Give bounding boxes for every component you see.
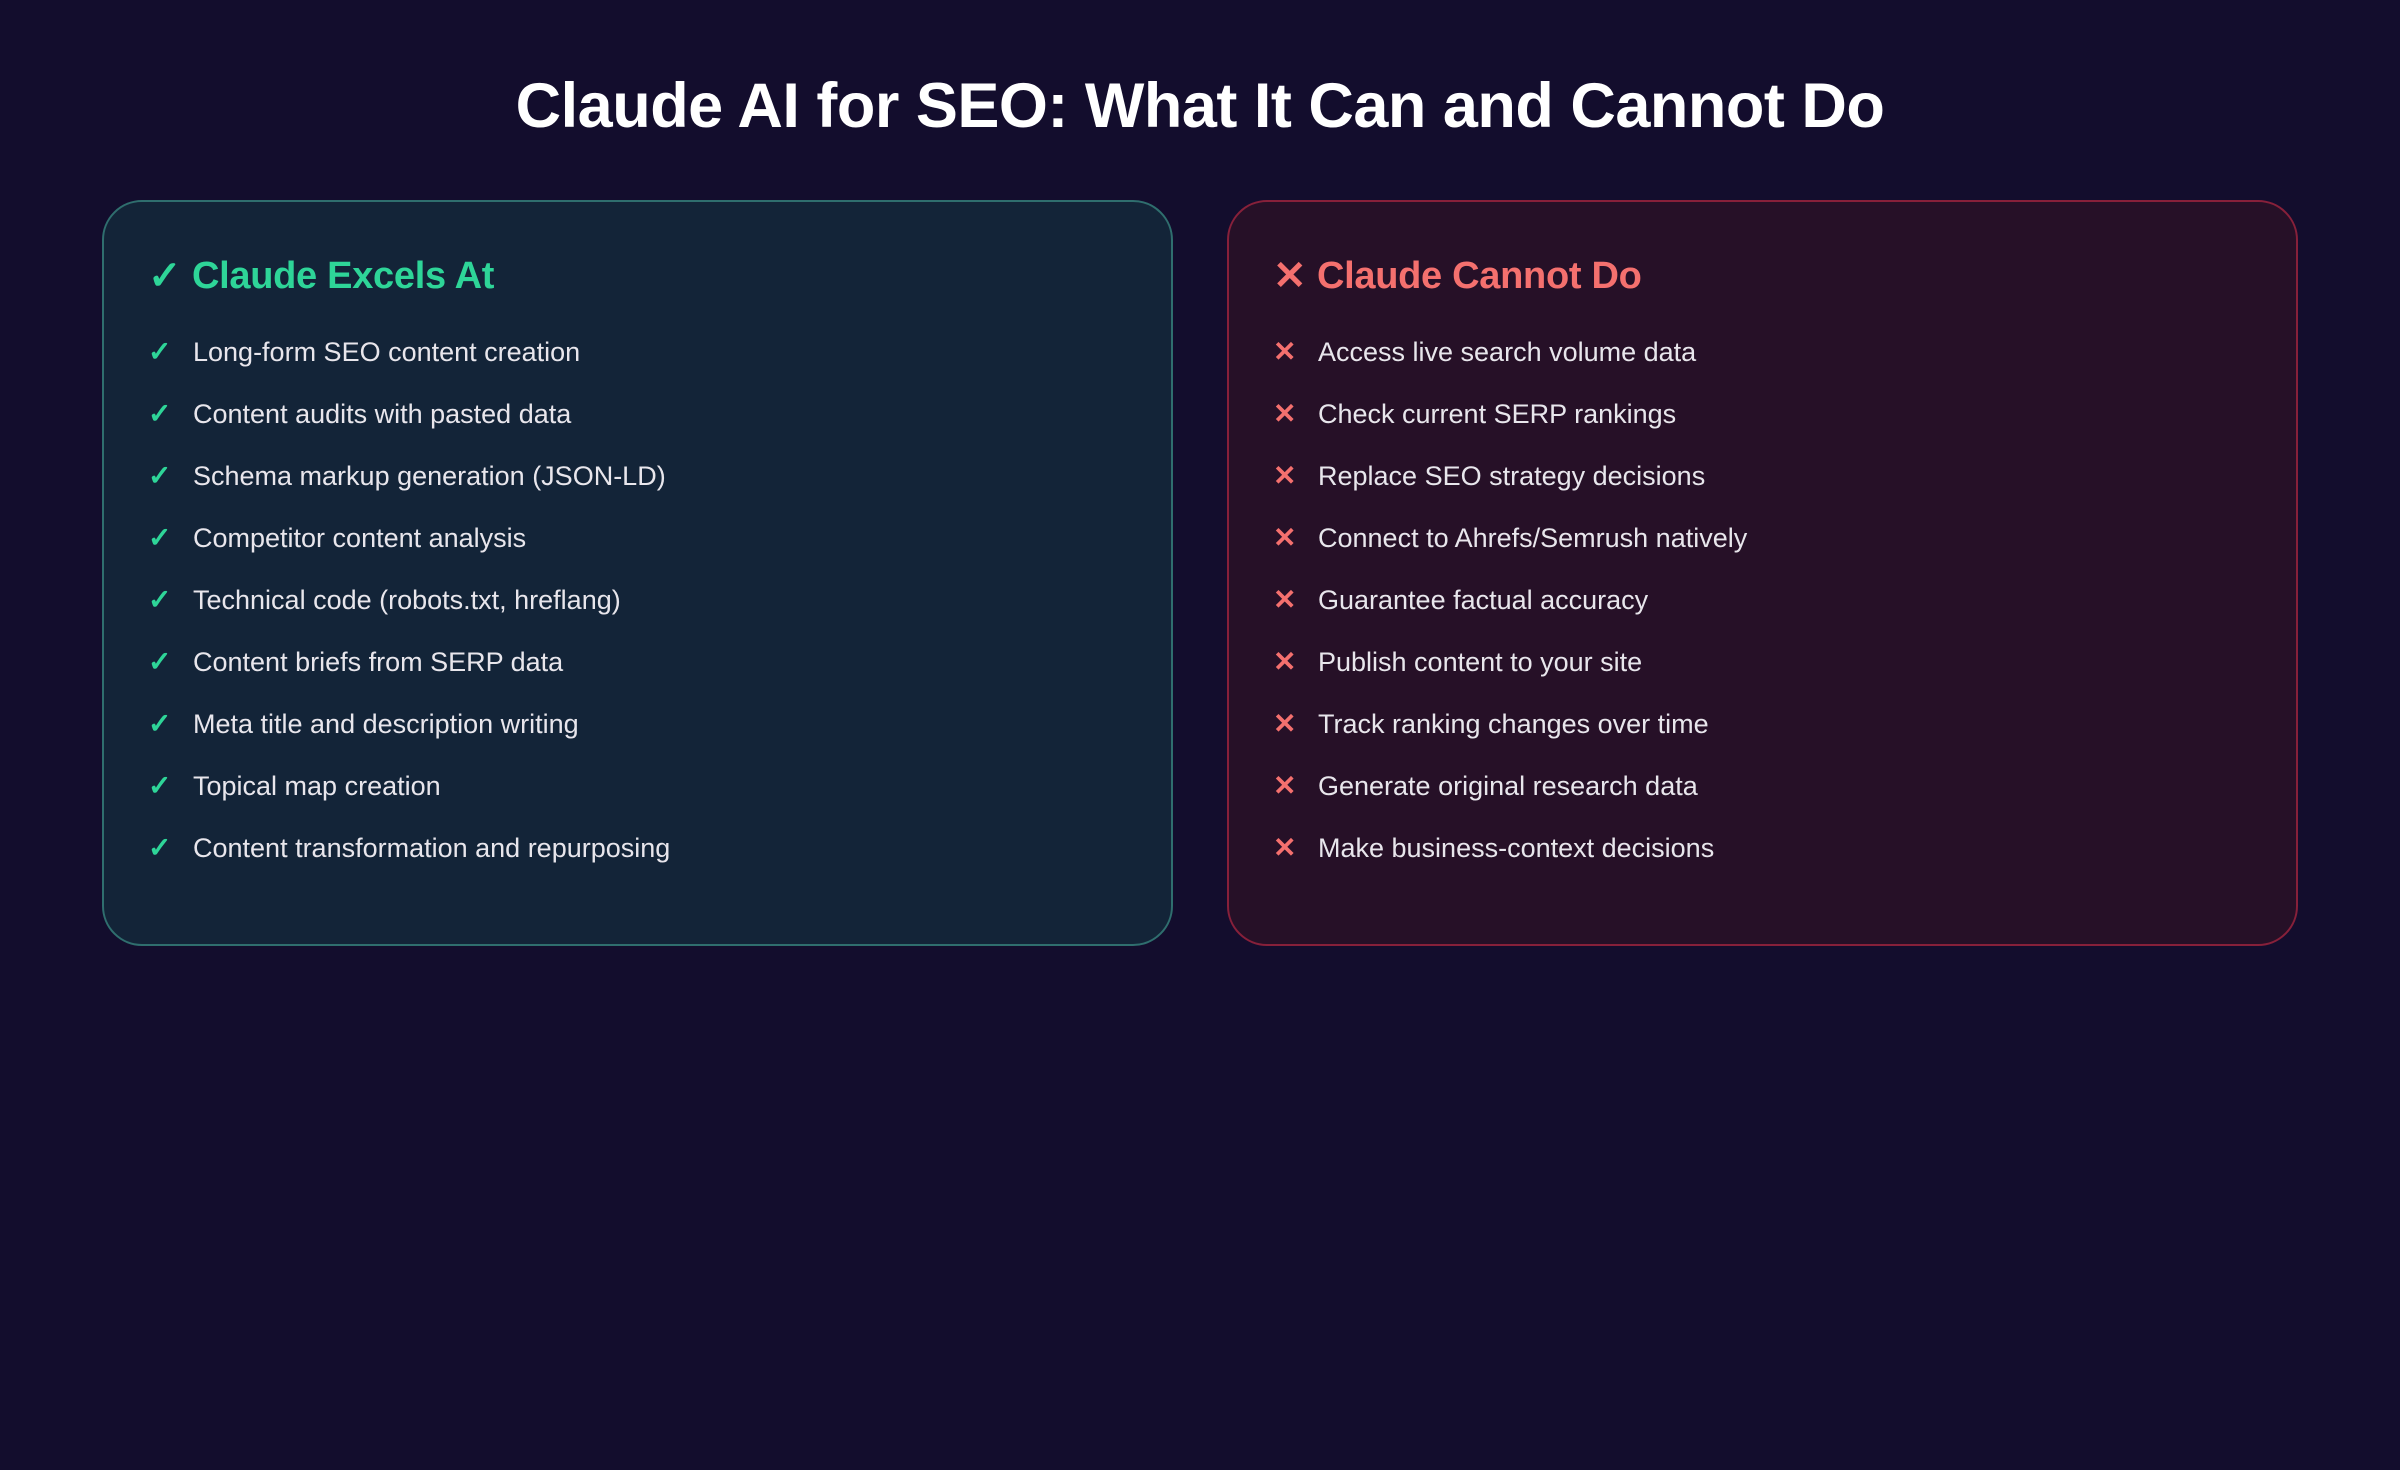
- excels-card: ✓ Claude Excels At ✓ Long-form SEO conten…: [102, 200, 1173, 947]
- excels-card-header: ✓ Claude Excels At: [148, 252, 1127, 300]
- list-item: ✓ Schema markup generation (JSON-LD): [148, 460, 1127, 492]
- x-icon: ✕: [1273, 832, 1297, 864]
- checkmark-icon: ✓: [148, 336, 172, 368]
- x-icon: ✕: [1273, 460, 1297, 492]
- x-icon: ✕: [1273, 336, 1297, 368]
- list-item: ✓ Content audits with pasted data: [148, 398, 1127, 430]
- list-item: ✓ Long-form SEO content creation: [148, 336, 1127, 368]
- list-item-label: Replace SEO strategy decisions: [1318, 461, 1706, 492]
- list-item: ✕ Check current SERP rankings: [1273, 398, 2252, 430]
- x-icon: ✕: [1273, 770, 1297, 802]
- excels-card-title: Claude Excels At: [192, 255, 495, 298]
- comparison-panels: ✓ Claude Excels At ✓ Long-form SEO conten…: [0, 200, 2400, 947]
- list-item-label: Content briefs from SERP data: [193, 647, 564, 678]
- list-item-label: Competitor content analysis: [193, 523, 527, 554]
- excels-list: ✓ Long-form SEO content creation ✓ Content …: [148, 336, 1127, 864]
- list-item-label: Technical code (robots.txt, hreflang): [193, 585, 621, 616]
- list-item-label: Content audits with pasted data: [193, 399, 572, 430]
- checkmark-icon: ✓: [148, 398, 172, 430]
- checkmark-icon: ✓: [148, 646, 172, 678]
- checkmark-icon: ✓: [148, 522, 172, 554]
- list-item-label: Content transformation and repurposing: [193, 833, 671, 864]
- list-item: ✕ Guarantee factual accuracy: [1273, 584, 2252, 616]
- list-item-label: Guarantee factual accuracy: [1318, 585, 1649, 616]
- list-item-label: Connect to Ahrefs/Semrush natively: [1318, 523, 1748, 554]
- x-icon: ✕: [1273, 584, 1297, 616]
- list-item-label: Schema markup generation (JSON-LD): [193, 461, 666, 492]
- list-item: ✕ Access live search volume data: [1273, 336, 2252, 368]
- cannot-card: ✕ Claude Cannot Do ✕ Access live search v…: [1227, 200, 2298, 947]
- x-icon: ✕: [1273, 398, 1297, 430]
- list-item-label: Generate original research data: [1318, 771, 1698, 802]
- list-item: ✕ Replace SEO strategy decisions: [1273, 460, 2252, 492]
- list-item: ✓ Competitor content analysis: [148, 522, 1127, 554]
- checkmark-icon: ✓: [148, 832, 172, 864]
- checkmark-icon: ✓: [148, 770, 172, 802]
- x-icon: ✕: [1273, 254, 1307, 299]
- x-icon: ✕: [1273, 708, 1297, 740]
- list-item: ✓ Meta title and description writing: [148, 708, 1127, 740]
- x-icon: ✕: [1273, 522, 1297, 554]
- list-item: ✓ Content briefs from SERP data: [148, 646, 1127, 678]
- list-item-label: Access live search volume data: [1318, 337, 1697, 368]
- list-item: ✕ Publish content to your site: [1273, 646, 2252, 678]
- checkmark-icon: ✓: [148, 460, 172, 492]
- list-item: ✕ Make business-context decisions: [1273, 832, 2252, 864]
- list-item: ✕ Track ranking changes over time: [1273, 708, 2252, 740]
- list-item-label: Meta title and description writing: [193, 709, 579, 740]
- list-item: ✕ Connect to Ahrefs/Semrush natively: [1273, 522, 2252, 554]
- list-item-label: Publish content to your site: [1318, 647, 1643, 678]
- list-item-label: Check current SERP rankings: [1318, 399, 1677, 430]
- list-item: ✓ Topical map creation: [148, 770, 1127, 802]
- list-item-label: Track ranking changes over time: [1318, 709, 1709, 740]
- cannot-list: ✕ Access live search volume data ✕ Check cu…: [1273, 336, 2252, 864]
- list-item-label: Make business-context decisions: [1318, 833, 1715, 864]
- list-item: ✓ Technical code (robots.txt, hreflang): [148, 584, 1127, 616]
- list-item-label: Long-form SEO content creation: [193, 337, 581, 368]
- cannot-card-header: ✕ Claude Cannot Do: [1273, 252, 2252, 300]
- list-item: ✕ Generate original research data: [1273, 770, 2252, 802]
- list-item-label: Topical map creation: [193, 771, 441, 802]
- cannot-card-title: Claude Cannot Do: [1317, 255, 1642, 298]
- checkmark-icon: ✓: [148, 584, 172, 616]
- list-item: ✓ Content transformation and repurposing: [148, 832, 1127, 864]
- checkmark-icon: ✓: [148, 708, 172, 740]
- x-icon: ✕: [1273, 646, 1297, 678]
- page-title: Claude AI for SEO: What It Can and Canno…: [515, 71, 1885, 141]
- checkmark-icon: ✓: [148, 254, 182, 299]
